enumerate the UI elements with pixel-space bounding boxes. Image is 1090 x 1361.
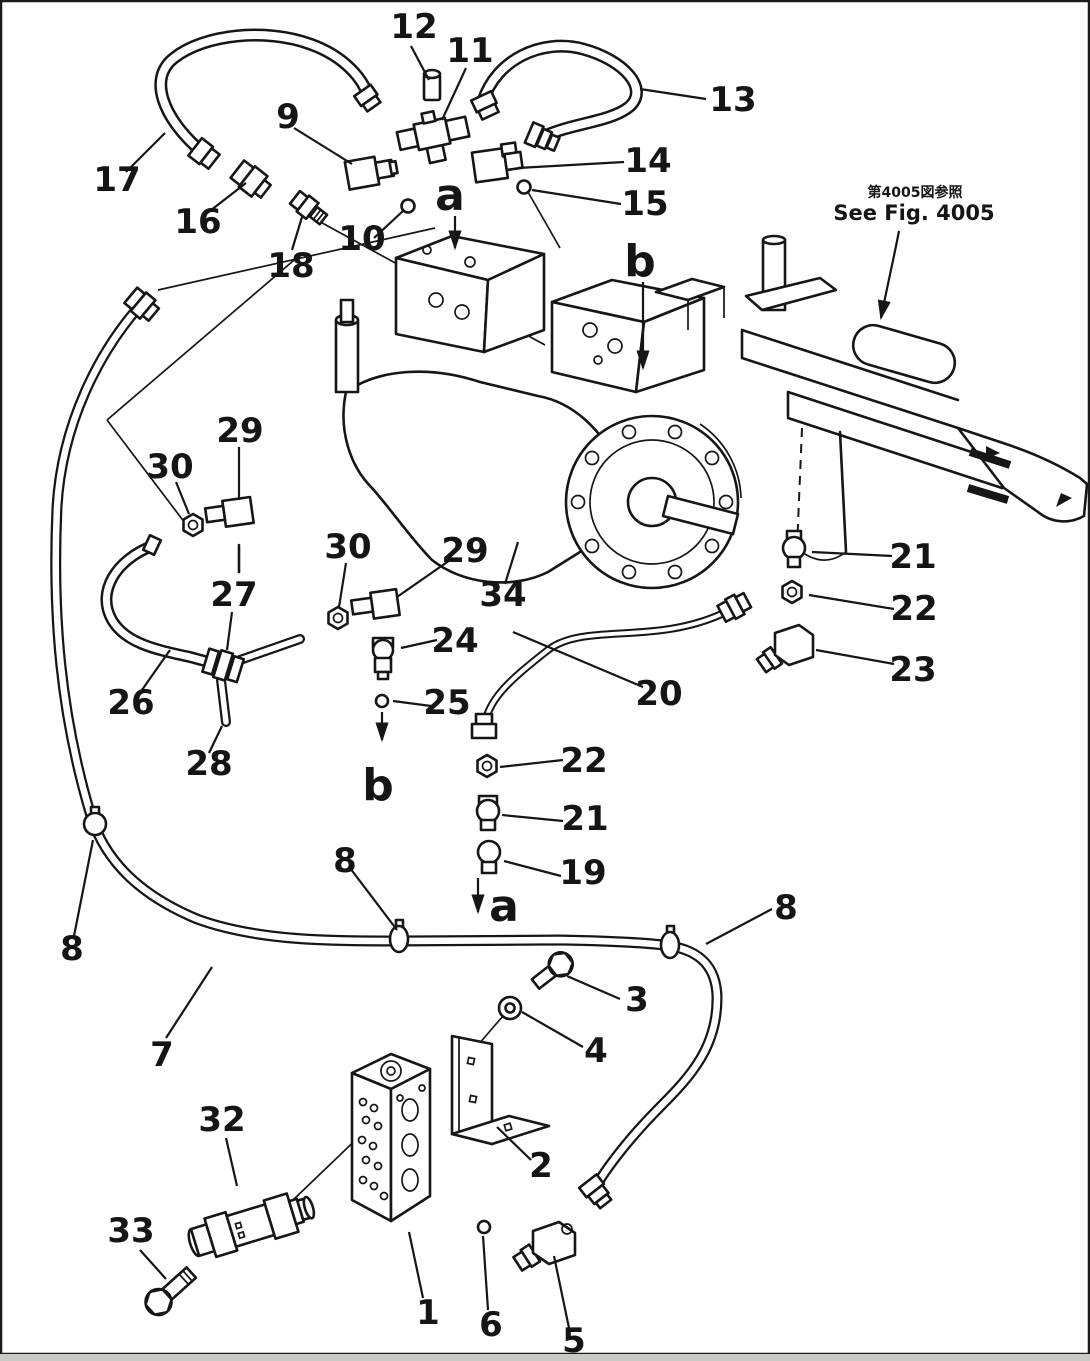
tee-fitting-11 [395,109,471,165]
reference-note-english: See Fig. 4005 [833,201,994,225]
callout-24: 24 [431,621,478,661]
callout-28: 28 [185,744,232,784]
elbow-5 [512,1220,577,1272]
callout-8-mid: 8 [333,841,357,881]
callout-29-mid: 29 [441,531,488,571]
reference-note-japanese: 第4005図参照 [868,184,963,201]
callout-22-mid: 22 [560,741,607,781]
solenoid-valve-32 [187,1192,316,1259]
nipple-18 [288,189,329,226]
elbow-23 [755,623,815,674]
fitting-21-right [781,529,807,569]
callout-8-left: 8 [60,929,84,969]
callout-11: 11 [446,31,493,71]
callout-22-right: 22 [890,589,937,629]
pump-shaft [661,494,740,536]
callout-32: 32 [198,1100,245,1140]
view-letter-b-top: b [624,236,656,287]
callout-4: 4 [584,1031,608,1071]
callout-10: 10 [338,219,385,259]
coupling-16 [229,159,272,199]
callout-5: 5 [562,1321,586,1361]
flange-bolt-holes [570,424,734,580]
page-bottom-edge [0,1354,1090,1361]
callout-1: 1 [416,1293,440,1333]
callout-30-upper: 30 [146,447,193,487]
bolt-3 [530,951,575,991]
nut-30-mid [327,605,349,631]
callout-7: 7 [150,1035,174,1075]
callout-26: 26 [107,683,154,723]
callout-20: 20 [635,674,682,714]
callout-23: 23 [889,650,936,690]
callout-29-upper: 29 [216,411,263,451]
hose-17 [154,28,382,171]
callout-12: 12 [390,7,437,47]
callout-2: 2 [529,1146,553,1186]
callout-6: 6 [479,1305,503,1345]
o-ring-10 [400,198,416,214]
valve-block-1 [350,1052,432,1223]
callout-9: 9 [276,97,300,137]
callout-21-mid: 21 [561,799,608,839]
callout-8-right: 8 [774,888,798,928]
tube-20 [470,591,753,740]
leader-lines [72,45,895,1329]
fitting-19 [476,839,502,875]
callout-13: 13 [709,80,756,120]
nut-22-right [781,579,803,605]
callout-25: 25 [423,683,470,723]
callout-14: 14 [624,141,671,181]
nut-22-mid [476,753,498,779]
elbow-29-mid [349,587,401,620]
callout-3: 3 [625,980,649,1020]
washer-4 [497,995,523,1021]
callout-16: 16 [174,202,221,242]
callout-15: 15 [621,184,668,224]
o-ring-6 [476,1219,492,1235]
callout-18: 18 [267,246,314,286]
pump-standpipe [334,318,360,394]
tee-27 [201,647,246,684]
elbow-29-upper [203,495,255,528]
hose-clamp-8-right [659,924,681,960]
hose-clamp-8-left [82,805,108,837]
elbow-9 [343,155,399,191]
hose-13 [469,39,643,152]
tube-28 [218,677,229,725]
nut-30-upper [182,512,204,538]
frame-arm [956,426,1089,523]
chassis-frame [740,234,1089,561]
view-letter-b-mid: b [362,760,394,811]
callout-30-mid: 30 [324,527,371,567]
see-fig-arrow [877,230,901,321]
hose-clamp-8-mid [388,918,410,954]
pump-assembly-34 [334,234,742,590]
callout-33: 33 [107,1211,154,1251]
callout-17: 17 [93,160,140,200]
bolt-33 [144,1266,198,1317]
o-ring-25 [374,693,390,709]
view-letter-a-top: a [435,170,465,221]
o-ring-15 [516,179,532,195]
callout-34: 34 [479,575,526,615]
frame-cylinder [851,323,957,385]
elbow-14 [470,141,524,184]
fitting-21-mid [475,794,501,832]
fitting-24 [371,636,395,681]
callout-27: 27 [210,575,257,615]
bracket-2 [450,1034,551,1146]
view-arrows [375,216,650,915]
callout-21-right: 21 [889,537,936,577]
callout-19: 19 [559,853,606,893]
hose-7 [50,286,723,1210]
view-letter-a-bottom: a [489,881,519,932]
block-ports [357,1084,426,1201]
